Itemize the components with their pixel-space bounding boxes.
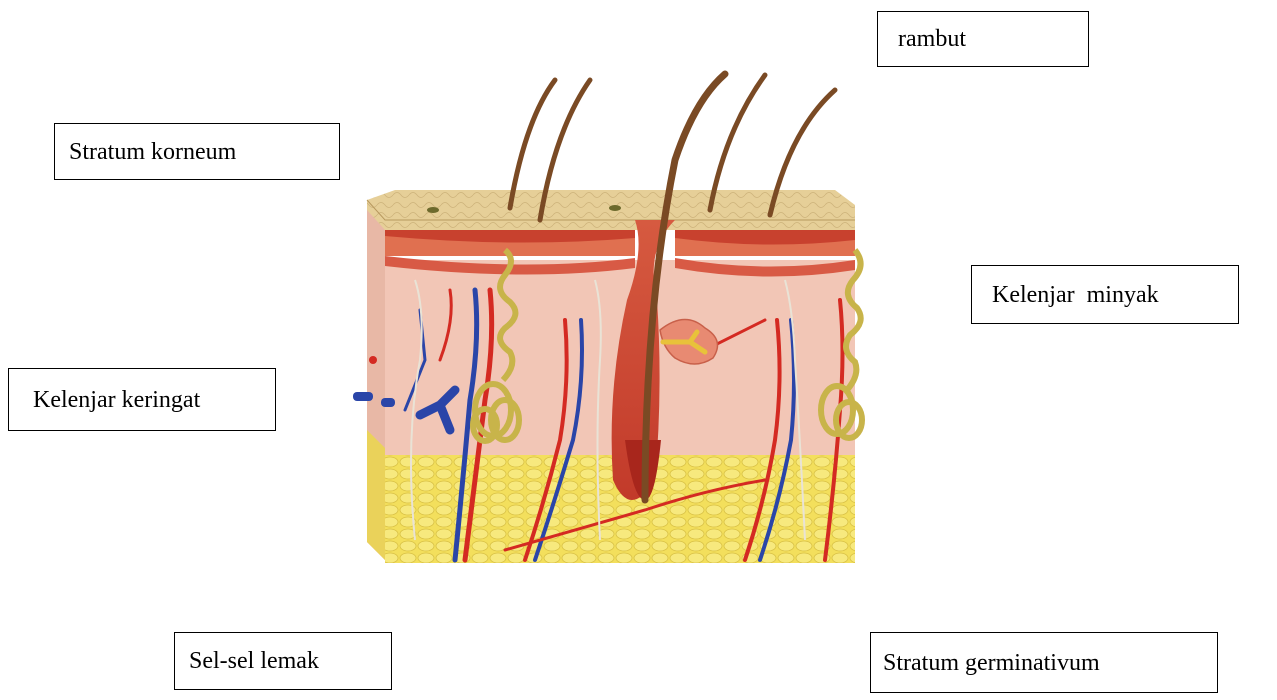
label-rambut: rambut <box>877 11 1089 67</box>
epidermis-layer <box>385 228 855 277</box>
label-kelenjar-minyak: Kelenjar minyak <box>971 265 1239 324</box>
label-sel-sel-lemak: Sel-sel lemak <box>174 632 392 690</box>
label-kelenjar-keringat: Kelenjar keringat <box>8 368 276 431</box>
label-stratum-germinativum: Stratum germinativum <box>870 632 1218 693</box>
skin-cross-section-illustration <box>345 60 870 570</box>
block-side-face <box>367 200 385 560</box>
label-stratum-korneum: Stratum korneum <box>54 123 340 180</box>
